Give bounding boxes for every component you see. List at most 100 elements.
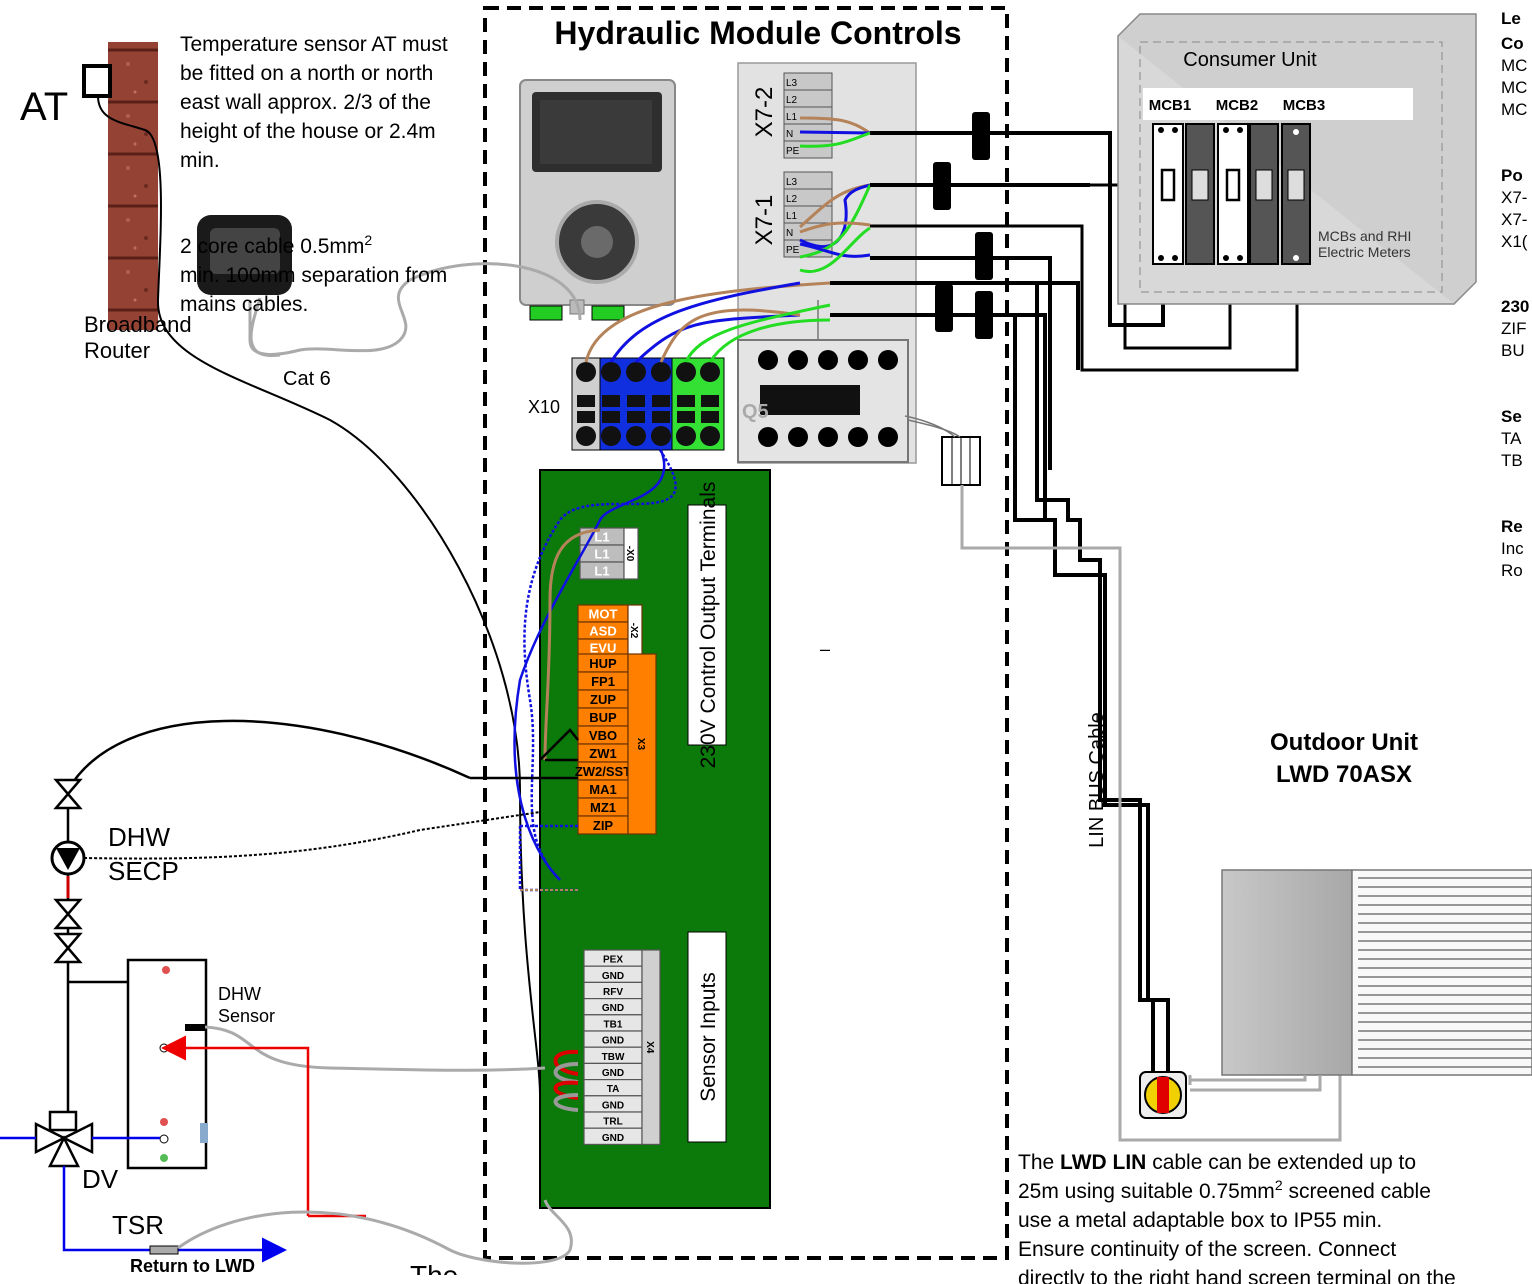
x4-terminal-label: GND: [602, 1068, 624, 1079]
mcb2-label: MCB2: [1216, 97, 1259, 114]
control-output-terminals-label: 230V Control Output Terminals: [697, 482, 720, 769]
x2-terminal-label: EVU: [590, 640, 617, 655]
x4-terminal-label: TRL: [603, 1117, 622, 1128]
x3-block-name: X3: [635, 738, 646, 751]
x7-2-terminal-label: L3: [786, 78, 798, 89]
x0-block-tag: [623, 527, 639, 580]
page-title: Hydraulic Module Controls: [554, 15, 961, 51]
legend-fragment: Re: [1501, 517, 1523, 536]
legend-fragment: BU: [1501, 341, 1525, 360]
diverter-valve: [34, 1121, 94, 1168]
x0-terminal-label: L1: [594, 529, 609, 544]
sensor-note: Temperature sensor AT must be fitted on …: [180, 33, 448, 172]
legend-fragment: Inc: [1501, 539, 1524, 558]
at-sensor-box: [82, 64, 112, 98]
x0-block-name: -X0: [624, 546, 635, 562]
sensor-inputs-label: Sensor Inputs: [697, 972, 720, 1102]
brick-wall: [108, 42, 158, 330]
router-label-1: Broadband: [84, 312, 192, 337]
lin-bus-cable-label: LIN BUS Cable: [1086, 712, 1108, 848]
tsr-sensor: [149, 1245, 179, 1255]
ferrites: [933, 112, 993, 339]
cable-note: 2 core cable 0.5mm2 min. 100mm separatio…: [180, 203, 455, 319]
x4-terminal-label: GND: [602, 971, 624, 982]
mcb1-label: MCB1: [1149, 97, 1192, 114]
legend-fragment: X7-: [1501, 210, 1528, 229]
x4-block-tag: [641, 949, 661, 1145]
dhw-valves: [53, 778, 83, 964]
x0-terminal-label: L1: [594, 546, 609, 561]
x7-2-terminal-label: L1: [786, 112, 798, 123]
x3-terminal-label: MZ1: [590, 800, 616, 815]
x3-terminal-label: FP1: [591, 674, 615, 689]
x7-1-terminal-label: PE: [786, 245, 800, 256]
legend-fragment: TB: [1501, 451, 1523, 470]
x7-1-terminal-label: L3: [786, 177, 798, 188]
mcb-meters-label-2: Electric Meters: [1318, 244, 1411, 260]
legend-fragment: Po: [1501, 166, 1523, 185]
dhw-sensor-label-1: DHW: [218, 984, 261, 1004]
controller-connector-right: [591, 305, 625, 321]
x4-terminal-label: PEX: [603, 955, 623, 966]
x3-block-tag: [627, 653, 657, 835]
legend-fragment: MC: [1501, 78, 1528, 97]
x3-terminal-label: VBO: [589, 728, 617, 743]
cable-note-line2: min. 100mm separation from mains cables.: [180, 264, 448, 316]
x7-2-label: X7-2: [751, 87, 778, 138]
x4-terminal-label: TB1: [604, 1019, 623, 1030]
x3-terminal-label: BUP: [589, 710, 617, 725]
cat6-label: Cat 6: [283, 368, 331, 390]
x2-terminal-label: MOT: [589, 606, 618, 621]
sensor-inputs-label-box: [687, 931, 727, 1143]
q5-bottom-contacts: [758, 427, 898, 447]
lin-note-line4: Ensure continuity of the screen. Connect: [1018, 1238, 1397, 1261]
bottom-cut-text: The: [410, 1260, 458, 1275]
x3-terminal-label: ZUP: [590, 692, 616, 707]
x7-1-terminal-label: L1: [786, 211, 798, 222]
diverter-valve-actuator: [48, 1110, 78, 1132]
cable-note-line1: 2 core cable 0.5mm: [180, 235, 365, 258]
cable-note-sup: 2: [364, 232, 373, 248]
x7-2-terminal-label: L2: [786, 95, 798, 106]
lin-note-line2b: screened cable: [1282, 1180, 1431, 1203]
consumer-unit-label: Consumer Unit: [1183, 49, 1317, 71]
mcb3-label: MCB3: [1283, 97, 1326, 114]
hydraulic-module-frame: [483, 6, 1009, 1260]
legend-fragment: Le: [1501, 9, 1521, 28]
dhw-sensor-label-2: Sensor: [218, 1006, 275, 1026]
return-to-lwd-label: Return to LWD: [130, 1256, 255, 1275]
power-cables-to-isolator: [830, 281, 1170, 1075]
dv-label: DV: [82, 1164, 119, 1194]
lin-note-bold: LWD LIN: [1060, 1151, 1147, 1174]
x3-terminal-label: ZW2/SST: [575, 764, 631, 779]
mcb-devices: [1152, 123, 1311, 265]
legend-fragment: X1(: [1501, 232, 1528, 251]
x7-2-terminal-label: N: [786, 129, 793, 140]
x7-1-label: X7-1: [751, 195, 778, 246]
outdoor-unit-title-2: LWD 70ASX: [1276, 761, 1412, 788]
x2-terminal-label: ASD: [589, 623, 616, 638]
x4-terminal-label: GND: [602, 1100, 624, 1111]
lin-note-p1: The: [1018, 1151, 1061, 1174]
x3-terminal-label: MA1: [589, 782, 616, 797]
legend-fragment: ZIF: [1501, 319, 1527, 338]
lin-note-line5: directly to the right hand screen termin…: [1018, 1267, 1456, 1284]
tsr-label: TSR: [112, 1210, 164, 1240]
control-output-label-box: [687, 504, 727, 746]
x4-terminal-label: TBW: [602, 1052, 625, 1063]
legend-fragment: TA: [1501, 429, 1522, 448]
legend-fragment: Se: [1501, 407, 1522, 426]
lin-note-sup: 2: [1274, 1177, 1283, 1193]
x0-terminal-label: L1: [594, 563, 609, 578]
x7-2-terminal-label: PE: [786, 146, 800, 157]
lin-note-line3: use a metal adaptable box to IP55 min.: [1018, 1209, 1383, 1232]
outdoor-unit-title-1: Outdoor Unit: [1270, 729, 1418, 756]
legend-fragment: Ro: [1501, 561, 1523, 580]
x10-wires: [584, 281, 831, 364]
legend-fragment: MC: [1501, 56, 1528, 75]
